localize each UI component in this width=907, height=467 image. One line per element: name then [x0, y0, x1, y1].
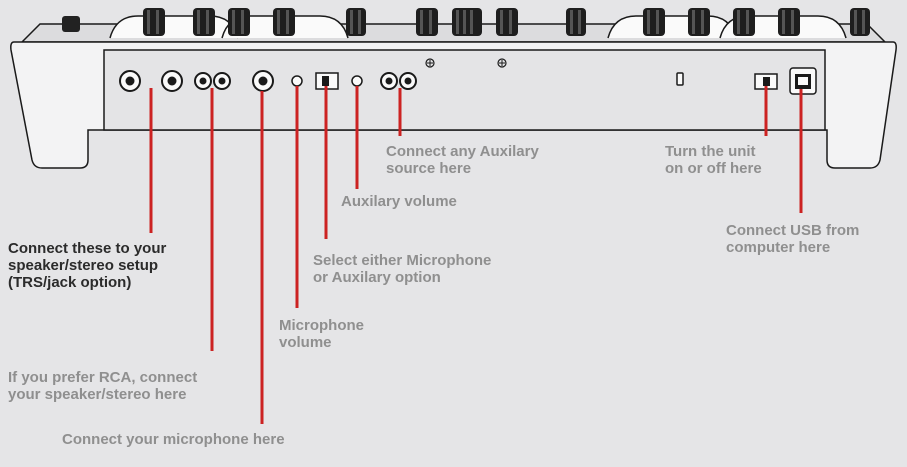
- knob: [273, 8, 295, 36]
- auxiliary-volume-knob: [351, 75, 363, 87]
- knob: [193, 8, 215, 36]
- top-control-surface: [20, 8, 887, 43]
- panel-screw: [497, 58, 507, 68]
- knob: [643, 8, 665, 36]
- rca-output-left-jack: [194, 72, 212, 90]
- knob: [143, 8, 165, 36]
- knob: [416, 8, 438, 36]
- kensington-lock-slot: [676, 72, 684, 86]
- rear-connector-panel: [103, 49, 826, 131]
- usb-port: [789, 67, 817, 95]
- knob: [566, 8, 586, 36]
- microphone-volume-knob: [291, 75, 303, 87]
- knob: [688, 8, 710, 36]
- microphone-input-jack: [252, 70, 274, 92]
- knob: [733, 8, 755, 36]
- knob: [452, 8, 482, 36]
- label-microphone: Connect your microphone here: [62, 431, 285, 448]
- trs-output-right-jack: [161, 70, 183, 92]
- knob: [228, 8, 250, 36]
- rca-output-right-jack: [213, 72, 231, 90]
- knob: [496, 8, 518, 36]
- auxiliary-input-left-jack: [380, 72, 398, 90]
- knob: [778, 8, 800, 36]
- panel-screw: [425, 58, 435, 68]
- knob: [850, 8, 870, 36]
- knob: [346, 8, 366, 36]
- auxiliary-input-right-jack: [399, 72, 417, 90]
- label-aux-volume: Auxilary volume: [341, 193, 457, 210]
- trs-output-left-jack: [119, 70, 141, 92]
